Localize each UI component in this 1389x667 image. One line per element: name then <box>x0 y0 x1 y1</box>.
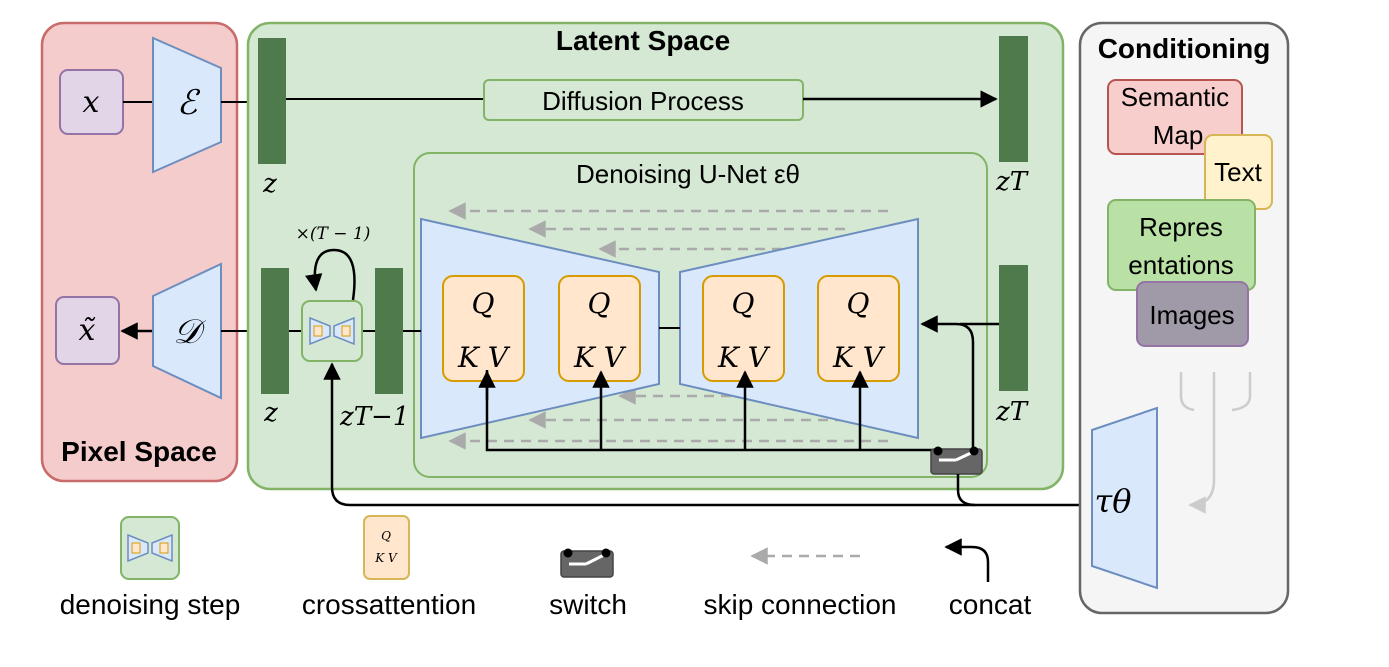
latent-space-label: Latent Space <box>556 25 730 56</box>
z-latent-bar-top <box>258 38 286 164</box>
svg-text:K V: K V <box>832 341 886 374</box>
svg-text:Text: Text <box>1214 157 1262 187</box>
conditioning-to-step-arrow <box>323 362 1092 507</box>
x-tilde-output-box <box>55 296 120 365</box>
x-tilde-label: x̃ <box>79 313 97 348</box>
decoder-trapezoid <box>152 262 222 400</box>
legend-concat-label: concat <box>949 589 1032 620</box>
denoising-step-box <box>301 300 363 362</box>
legend: denoising step Q K V crossattention swit… <box>60 515 1032 620</box>
legend-crossattention-icon: Q K V <box>363 515 410 580</box>
svg-text:Images: Images <box>1149 300 1234 330</box>
unet-switch <box>930 446 983 475</box>
tau-encoder-trapezoid <box>1091 406 1158 590</box>
text-box: Text <box>1204 134 1273 210</box>
zT-latent-bar-bottom <box>999 265 1028 391</box>
zT-minus-1-latent-bar <box>375 268 403 394</box>
legend-switch-icon <box>560 548 614 578</box>
repeat-label: ×(T − 1) <box>296 224 371 244</box>
svg-text:K V: K V <box>717 341 771 374</box>
svg-text:entations: entations <box>1128 250 1234 280</box>
conditioning-merge-lines <box>1179 372 1252 514</box>
legend-concat-arrow <box>944 538 990 582</box>
pixel-space-label: Pixel Space <box>61 436 217 467</box>
conditioning-bus <box>478 315 999 452</box>
x-input-label: x <box>83 85 100 120</box>
svg-text:Q: Q <box>472 287 495 320</box>
svg-text:K V: K V <box>457 341 511 374</box>
svg-text:K V: K V <box>573 341 627 374</box>
conditioning-label: Conditioning <box>1098 33 1271 64</box>
svg-text:K V: K V <box>374 551 398 565</box>
svg-text:Q: Q <box>847 287 870 320</box>
diffusion-process-label: Diffusion Process <box>542 86 744 116</box>
legend-crossattention-label: crossattention <box>302 589 476 620</box>
images-box: Images <box>1136 281 1249 347</box>
unet-label: Denoising U-Net εθ <box>576 159 800 189</box>
legend-denoising-step-icon <box>120 516 180 580</box>
legend-switch-label: switch <box>549 589 627 620</box>
legend-denoising-step-label: denoising step <box>60 589 241 620</box>
z-label-top: z <box>262 169 277 199</box>
svg-text:Semantic: Semantic <box>1121 82 1229 112</box>
zT-label-top: zT <box>995 167 1029 197</box>
attention-block: Q K V <box>702 275 785 382</box>
zT-latent-bar-top <box>999 36 1028 162</box>
svg-text:Q: Q <box>732 287 755 320</box>
z-latent-bar-bottom <box>261 268 289 394</box>
attention-block: Q K V <box>442 275 525 382</box>
svg-text:Map: Map <box>1153 120 1204 150</box>
svg-text:Repres: Repres <box>1139 212 1223 242</box>
attention-block: Q K V <box>558 275 641 382</box>
attention-block: Q K V <box>817 275 900 382</box>
svg-text:Q: Q <box>381 529 391 543</box>
z-label-bottom: z <box>263 398 278 428</box>
zT-minus-1-label: zT−1 <box>339 402 409 432</box>
tau-label: τθ <box>1095 482 1132 520</box>
encoder-label: ℰ <box>177 83 201 123</box>
zT-label-bottom: zT <box>995 397 1029 427</box>
representations-box: Repres entations <box>1107 199 1256 291</box>
svg-text:Q: Q <box>588 287 611 320</box>
encoder-trapezoid <box>152 36 222 174</box>
legend-skip-connection-label: skip connection <box>703 589 896 620</box>
repeat-loop-arrow <box>305 248 356 301</box>
